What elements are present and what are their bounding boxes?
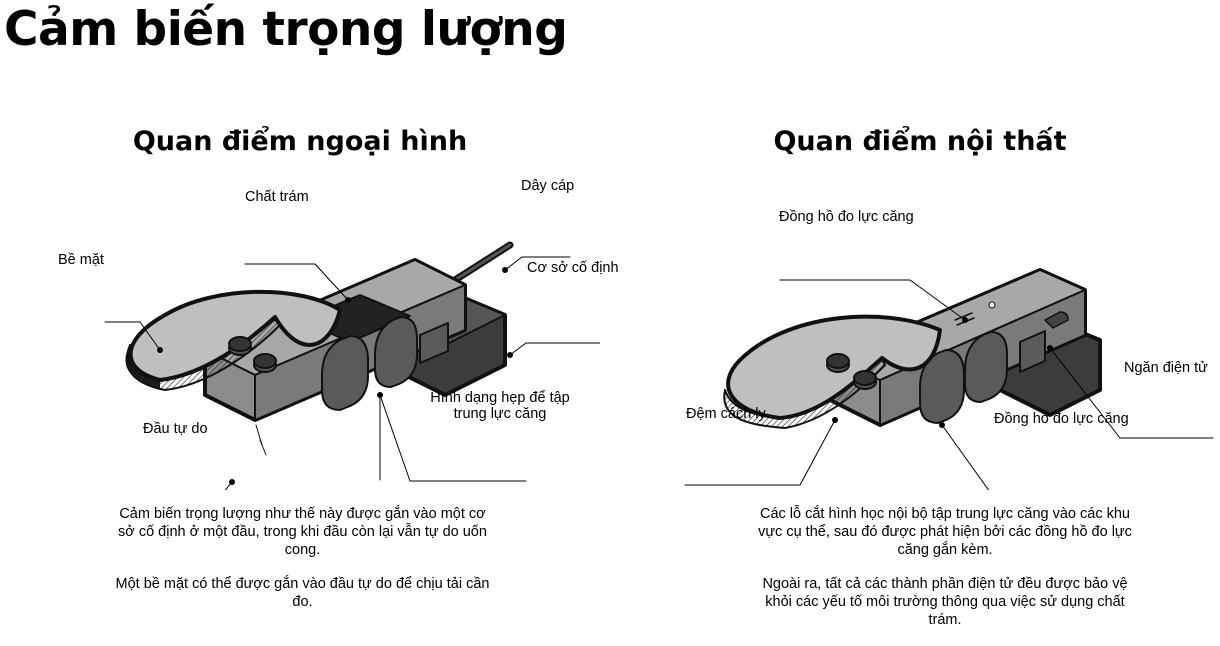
- cable-label: Dây cáp: [521, 178, 575, 194]
- interior-view-panel: Quan điểm nội thất: [620, 110, 1220, 646]
- free-end-label: Đầu tự do: [143, 421, 208, 437]
- surface-plate: [125, 289, 342, 391]
- interior-description-paragraph: Ngoài ra, tất cả các thành phần điện tử …: [762, 576, 1128, 628]
- strain-gauge-bottom-label: Đồng hồ đo lực căng: [994, 411, 1129, 427]
- surface-plate: [723, 314, 942, 429]
- surface-label: Bề mặt: [58, 252, 104, 268]
- exterior-description-paragraph: Cảm biến trọng lượng như thế này được gắ…: [118, 506, 487, 558]
- interior-load-cell-illustration: [684, 268, 1214, 490]
- fixed-base-label: Cơ sở cố định: [527, 260, 619, 276]
- exterior-description: Cảm biến trọng lượng như thế này được gắ…: [110, 505, 495, 627]
- exterior-view-panel: Quan điểm ngoại hình: [0, 110, 619, 646]
- exterior-load-cell-illustration: [104, 241, 600, 490]
- interior-description: Các lỗ cắt hình học nội bộ tập trung lực…: [755, 505, 1135, 645]
- strain-gauge-top-label: Đồng hồ đo lực căng: [779, 209, 914, 225]
- interior-description-paragraph: Các lỗ cắt hình học nội bộ tập trung lực…: [758, 506, 1132, 558]
- isolation-pad-label: Đệm cách ly: [686, 406, 766, 422]
- page-title: Cảm biến trọng lượng: [4, 2, 568, 57]
- electronics-bay-label: Ngăn điện tử: [1124, 360, 1208, 376]
- narrow-shape-label: Hình dạng hẹp để tập trung lực căng: [430, 390, 570, 422]
- exterior-view-heading: Quan điểm ngoại hình: [132, 126, 468, 157]
- beam-body: [203, 258, 467, 456]
- exterior-description-paragraph: Một bề mặt có thể được gắn vào đầu tự do…: [115, 576, 490, 610]
- sealant-label: Chất trám: [245, 189, 309, 205]
- interior-view-heading: Quan điểm nội thất: [773, 126, 1067, 157]
